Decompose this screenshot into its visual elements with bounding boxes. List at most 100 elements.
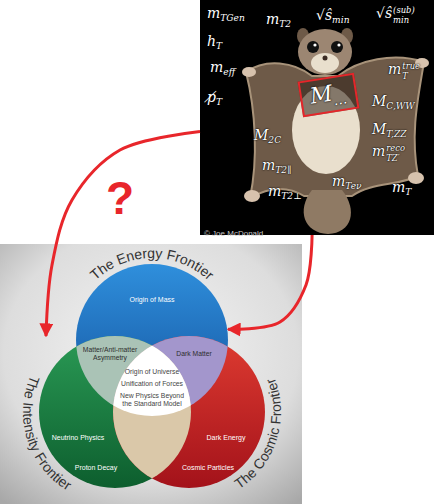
squirrel-eye (307, 41, 319, 53)
math-subscript: T2⊥ (281, 191, 301, 201)
math-subscript: T (216, 97, 222, 107)
variable-label: mT2⊥ (268, 183, 302, 201)
label-holder: mT (392, 178, 411, 197)
title-arc-layer: The Energy Frontier (36, 224, 268, 456)
topic-label: Neutrino Physics (47, 434, 109, 442)
label-holder: Neutrino Physics (47, 434, 109, 442)
math-subscript: eff (223, 67, 235, 77)
variable-label: mT (392, 179, 411, 197)
frontier-title: The Cosmic Frontier (231, 376, 284, 492)
math-subscript: Teν (345, 181, 361, 191)
math-subscript: ... (332, 90, 348, 108)
math-subscript: min (393, 16, 415, 25)
variable-label: M2C (254, 127, 281, 145)
index-stack: TZ′reco (386, 144, 405, 162)
region-label: New Physics Beyond the Standard Model (120, 392, 184, 408)
label-holder: √ŝmin(sub) (376, 4, 415, 25)
label-holder: MT,ZZ (372, 120, 407, 139)
photo-ground (200, 0, 434, 235)
frontier-title-path: The Cosmic Frontier (231, 376, 284, 492)
overlap-center (39, 336, 191, 488)
math-subscript: T,ZZ (386, 129, 406, 139)
math-subscript: C,WW (386, 101, 414, 111)
label-holder: Dark Energy (198, 434, 254, 442)
frontier-title: The Intensity Frontier (20, 374, 75, 494)
region-label: Matter/Anti-matter Asymmetry (77, 346, 143, 362)
variable-label: mTtrue (388, 61, 420, 81)
math-symbol: M (372, 121, 386, 137)
variable-label: mTeν (332, 173, 362, 191)
label-holder: √ŝmin (316, 6, 350, 25)
math-symbol: √ŝ (376, 5, 392, 21)
label-holder: Origin of Mass (117, 296, 187, 304)
squirrel-membrane (246, 58, 424, 198)
label-holder: mTZ′reco (372, 142, 405, 163)
title-arc-layer: The Intensity Frontier (0, 296, 231, 504)
frontier-circle: The Cosmic FrontierDark EnergyCosmic Par… (113, 336, 265, 488)
math-subscript: T2 (279, 19, 291, 29)
region-label: Unification of Forces (116, 380, 188, 388)
label-holder: mT2⊥ (268, 182, 302, 201)
math-symbol: p̸ (207, 89, 216, 105)
eye-highlight (337, 43, 340, 46)
math-symbol: m (388, 61, 401, 77)
math-subscript: 2C (268, 135, 281, 145)
label-holder: Matter/Anti-matter Asymmetry (77, 346, 143, 362)
math-superscript: true (402, 62, 420, 71)
topic-label: Proton Decay (68, 464, 124, 472)
label-holder: Origin of Universe (119, 368, 185, 376)
intensity-disc (39, 336, 191, 488)
squirrel-tail (304, 190, 351, 234)
variable-label: MC,WW (372, 93, 415, 111)
squirrel-eye (331, 41, 343, 53)
venn-panel (0, 244, 302, 504)
math-symbol: m (268, 183, 281, 199)
variable-label: MT,ZZ (372, 121, 407, 139)
math-subscript: T (405, 187, 411, 197)
red-arrow (46, 132, 200, 336)
topic-label: Dark Energy (198, 434, 254, 442)
variable-label: √ŝmin(sub) (376, 5, 415, 25)
math-symbol: m (266, 11, 279, 27)
label-holder: mTGen (207, 4, 245, 23)
region-label: Dark Matter (168, 350, 220, 358)
variable-label: M... (308, 78, 348, 111)
math-superscript: reco (386, 144, 405, 153)
squirrel-muzzle (311, 53, 339, 73)
math-subscript: T2∥ (275, 165, 291, 175)
label-holder: ? (106, 175, 134, 221)
math-symbol: m (207, 5, 220, 21)
variable-label: mTGen (207, 5, 245, 23)
topic-label: Cosmic Particles (175, 464, 241, 472)
math-symbol: M (254, 127, 268, 143)
label-holder: Cosmic Particles (175, 464, 241, 472)
math-symbol: m (210, 59, 223, 75)
squirrel-foot (408, 172, 424, 184)
squirrel-nose (323, 56, 328, 61)
squirrel-foot (244, 190, 260, 202)
variable-label: mT2∥ (262, 157, 291, 175)
math-symbol: h (207, 33, 216, 49)
math-symbol: m (392, 179, 405, 195)
math-subscript: min (332, 15, 349, 25)
math-symbol: m (372, 143, 385, 159)
eye-highlight (313, 43, 316, 46)
variable-label: hT (207, 33, 222, 51)
variable-label: p̸T (207, 89, 222, 107)
squirrel-head (298, 29, 352, 75)
variable-label: √ŝmin (316, 7, 350, 25)
label-holder: New Physics Beyond the Standard Model (120, 392, 184, 408)
frontier-title-path: The Intensity Frontier (20, 374, 75, 494)
variable-label: mTZ′reco (372, 143, 405, 163)
frontier-title-path: The Energy Frontier (87, 245, 218, 283)
watermark: © Joe McDonald (204, 229, 263, 238)
label-holder: meff (210, 58, 235, 77)
topic-label: Origin of Mass (117, 296, 187, 304)
label-holder: © Joe McDonald (204, 222, 263, 240)
label-holder: M2C (254, 126, 281, 145)
overlap-intensity-cosmic (39, 336, 191, 488)
